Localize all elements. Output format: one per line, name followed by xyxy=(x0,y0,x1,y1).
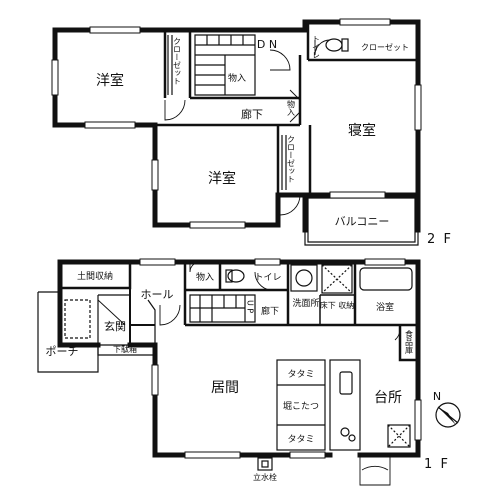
room-storage-2: 物入 xyxy=(287,99,296,116)
floor-label-2f: 2 F xyxy=(427,232,453,247)
room-porch: ポーチ xyxy=(46,345,79,358)
room-kotatsu: 堀こたつ xyxy=(283,401,319,412)
room-closet-3: クローゼット xyxy=(287,135,296,183)
doors-1f xyxy=(97,261,401,486)
doors-2f xyxy=(164,39,331,216)
room-underfloor-storage: 床下 収納 xyxy=(320,300,355,310)
room-western-left: 洋室 xyxy=(96,72,124,89)
stairs-2f xyxy=(194,34,256,96)
room-earth-storage: 土間収納 xyxy=(77,270,113,282)
room-toilet-2f: トイレ xyxy=(312,35,321,59)
room-closet-2: クローゼット xyxy=(361,42,409,52)
room-balcony: バルコニー xyxy=(335,215,390,228)
room-bedroom: 寝室 xyxy=(348,122,376,139)
windows-1f xyxy=(139,258,422,459)
closet-marks-2f xyxy=(167,35,287,190)
room-bathroom: 浴室 xyxy=(376,301,394,313)
windows-2f xyxy=(51,18,422,229)
room-entrance: 玄関 xyxy=(104,319,126,333)
room-western-center: 洋室 xyxy=(208,170,236,187)
compass-north-label: N xyxy=(433,390,441,403)
floor-label-1f: 1 F xyxy=(424,457,450,472)
room-hallway-2f: 廊下 xyxy=(241,107,263,121)
room-storage-1f: 物入 xyxy=(196,271,214,283)
room-tatami-2: タタミ xyxy=(287,434,314,445)
floor-1f-walls xyxy=(37,259,421,458)
fixtures-1f xyxy=(64,264,413,471)
room-storage-1: 物入 xyxy=(228,72,246,84)
compass-ring xyxy=(435,402,461,428)
room-living: 居間 xyxy=(211,380,239,396)
compass: N xyxy=(433,390,461,428)
toilet-fixture-2f xyxy=(325,38,349,52)
label-dn: D N xyxy=(257,38,277,51)
room-pantry: 食品庫 xyxy=(405,329,414,355)
room-hall: ホール xyxy=(141,288,174,301)
room-hallway-1f: 廊下 xyxy=(261,305,279,317)
room-tatami-1: タタミ xyxy=(287,369,314,380)
label-water-faucet: 立水栓 xyxy=(253,472,277,482)
floor-2f: 洋室 クローゼット 物入 D N トイレ クローゼット 廊下 物入 寝室 洋室 … xyxy=(51,18,453,247)
room-kitchen: 台所 xyxy=(374,390,402,406)
label-up: U P xyxy=(246,300,255,313)
room-toilet-1f: トイレ xyxy=(254,273,281,283)
floor-1f: 土間収納 物入 トイレ ホール U P 廊下 洗面所 床下 収納 浴室 玄関 ポ… xyxy=(37,258,450,486)
room-washroom: 洗面所 xyxy=(292,297,319,309)
room-closet-1: クローゼット xyxy=(173,37,182,85)
room-shoe-box: 下駄箱 xyxy=(113,344,137,354)
compass-needle-icon xyxy=(438,407,456,425)
stairs-1f xyxy=(189,294,256,323)
